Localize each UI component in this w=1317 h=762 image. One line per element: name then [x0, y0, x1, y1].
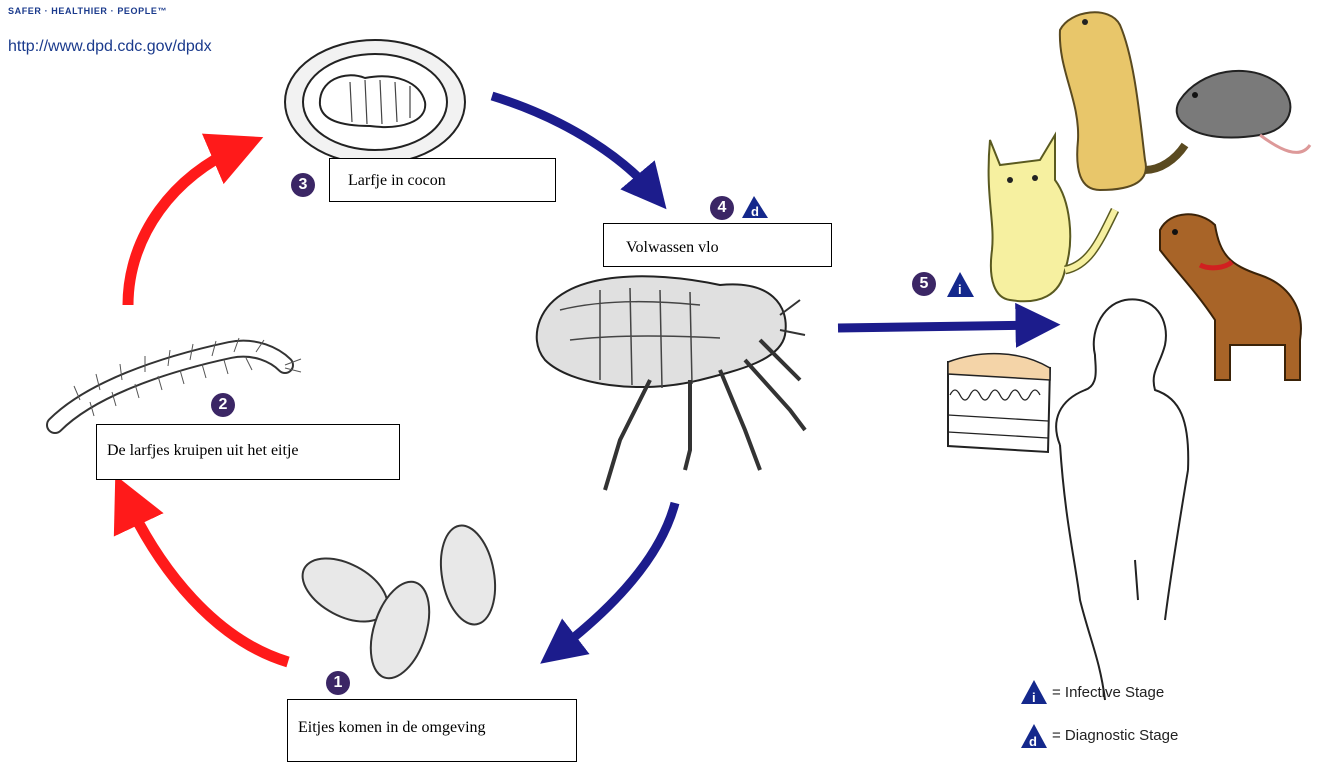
- svg-text:i: i: [1032, 690, 1036, 705]
- dog-icon: [1160, 214, 1301, 380]
- stage-number-3: 3: [291, 173, 315, 197]
- stage-number-4: 4: [710, 196, 734, 220]
- stage-number-1: 1: [326, 671, 350, 695]
- stage-2-label: De larfjes kruipen uit het eitje: [96, 424, 400, 480]
- arrow-eggs-to-larva: [127, 500, 288, 662]
- prairie-dog-icon: [1060, 12, 1185, 190]
- cocoon-icon: [285, 40, 465, 164]
- infective-stage-marker-5: i: [947, 272, 974, 297]
- skin-icon: [948, 354, 1050, 452]
- human-icon: [1056, 299, 1188, 700]
- stage-number-2: 2: [211, 393, 235, 417]
- adult-flea-icon: [537, 276, 805, 490]
- rat-icon: [1177, 71, 1310, 153]
- legend-infective-triangle: i: [1021, 680, 1047, 705]
- arrow-larva-to-cocoon: [128, 148, 238, 305]
- legend-infective-text: = Infective Stage: [1052, 684, 1164, 701]
- stage-1-label: Eitjes komen in de omgeving: [287, 699, 577, 762]
- svg-text:d: d: [751, 204, 759, 219]
- larva-icon: [55, 338, 301, 425]
- arrow-adult-to-hosts: [838, 325, 1038, 328]
- legend-diagnostic-text: = Diagnostic Stage: [1052, 727, 1178, 744]
- legend-diagnostic-triangle: d: [1021, 724, 1047, 749]
- diagnostic-stage-marker-4: d: [742, 196, 768, 219]
- stage-4-label: Volwassen vlo: [603, 223, 832, 267]
- eggs-icon: [292, 521, 502, 685]
- svg-text:d: d: [1029, 734, 1037, 749]
- stage-3-label: Larfje in cocon: [329, 158, 556, 202]
- svg-text:i: i: [958, 282, 962, 297]
- arrow-adult-to-eggs: [558, 503, 675, 650]
- stage-number-5: 5: [912, 272, 936, 296]
